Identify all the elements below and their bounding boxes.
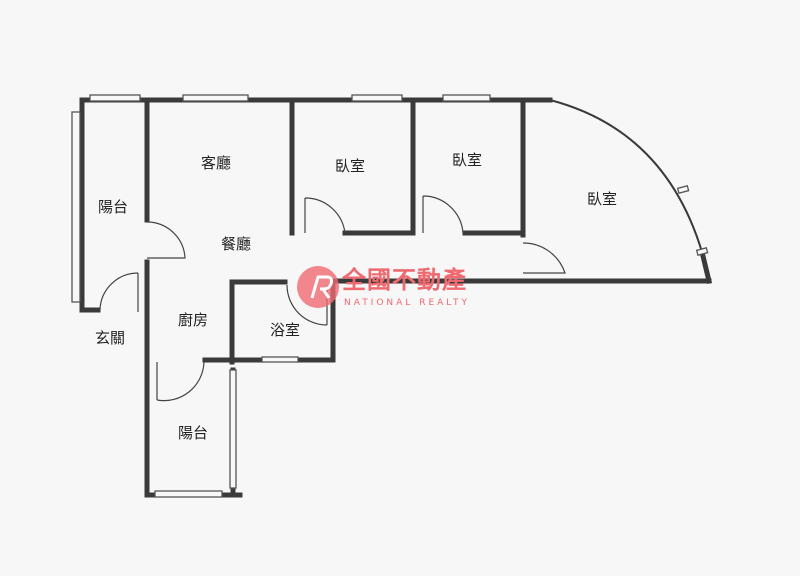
room-label-bedroom-3: 臥室: [586, 190, 618, 208]
watermark-chinese: 全國不動產: [342, 266, 467, 294]
room-label-balcony-west: 陽台: [97, 198, 129, 216]
watermark-logo-icon: [297, 266, 339, 308]
watermark-english: NATIONAL REALTY: [344, 298, 471, 308]
room-label-bathroom: 浴室: [269, 321, 301, 339]
room-label-living-room: 客廳: [200, 154, 232, 172]
room-label-dining-room: 餐廳: [220, 235, 252, 253]
room-label-bedroom-2: 臥室: [451, 151, 483, 169]
curved-window-wall: [549, 99, 703, 253]
room-label-bedroom-1: 臥室: [334, 157, 366, 175]
windows: [71, 94, 709, 498]
room-label-entrance: 玄關: [94, 329, 126, 347]
room-label-kitchen: 廚房: [177, 311, 209, 329]
room-label-balcony-south: 陽台: [177, 424, 209, 442]
